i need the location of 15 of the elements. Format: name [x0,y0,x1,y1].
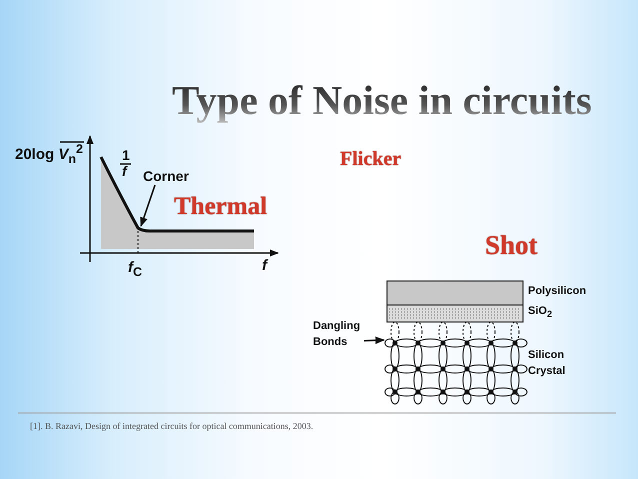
leader-arrow [364,336,385,344]
layer-label: Silicon Crystal [528,348,566,379]
shot-label: Shot [485,231,538,261]
axis-tick-label: f$_{C}$ [128,260,142,280]
layer-label: SiO$_{2}$ [528,305,552,320]
leader-arrow [140,184,156,227]
annotation-label: Dangling Bonds [313,319,369,351]
annotation-label: Corner [143,169,189,184]
footnote: [1]. B. Razavi, Design of integrated circuits for optical communications, 2003. [30,422,314,432]
thermal-label: Thermal [174,193,268,220]
layer-label: Polysilicon [528,285,586,298]
axis-label: f [262,258,267,274]
fraction-numerator: 1 [122,148,130,164]
flicker-label: Flicker [340,148,402,170]
fraction-denominator: f [122,164,127,180]
